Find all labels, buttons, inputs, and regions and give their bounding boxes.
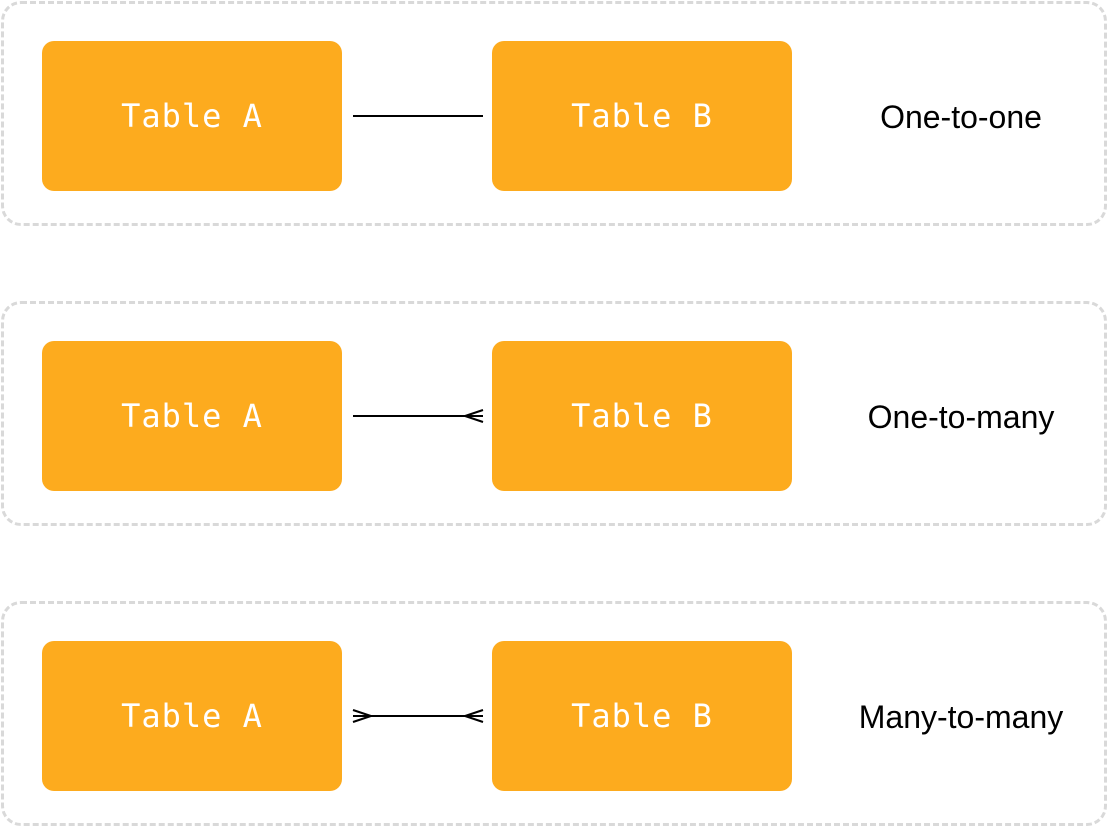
one-to-one-connector <box>353 115 483 117</box>
crows-foot-a-marker <box>352 709 375 723</box>
table-a-box: Table A <box>42 41 342 191</box>
relation-label: One-to-many <box>867 399 1055 435</box>
table-a-box: Table A <box>42 341 342 491</box>
relation-group-one-to-many: Table A Table B One-to-many <box>1 301 1107 526</box>
relation-group-one-to-one: Table A Table B One-to-one <box>1 1 1107 226</box>
table-b-box: Table B <box>492 341 792 491</box>
relation-label: One-to-one <box>880 99 1042 135</box>
table-b-box: Table B <box>492 41 792 191</box>
one-to-many-connector <box>353 409 484 423</box>
table-b-box: Table B <box>492 641 792 791</box>
crows-foot-b-marker <box>461 709 484 723</box>
table-a-box: Table A <box>42 641 342 791</box>
relation-label: Many-to-many <box>858 699 1064 735</box>
crows-foot-b-marker <box>461 409 484 423</box>
many-to-many-connector <box>352 709 484 723</box>
relation-group-many-to-many: Table A Table B Many-to-many <box>1 601 1107 826</box>
